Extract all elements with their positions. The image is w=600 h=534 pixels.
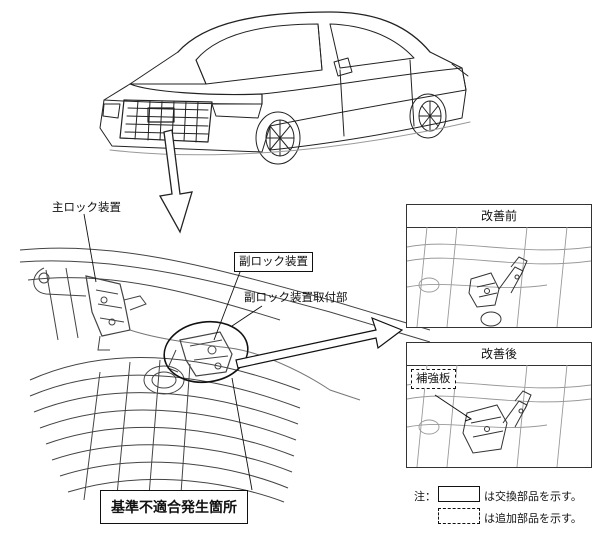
after-panel-title: 改善後 <box>407 343 591 366</box>
nonconforming-location-label: 基準不適合発生箇所 <box>100 490 248 524</box>
right-arrow <box>235 316 404 369</box>
main-lock-label: 主ロック装置 <box>52 200 121 214</box>
before-detail-drawing <box>407 227 591 327</box>
leader-lines <box>83 213 263 491</box>
car-illustration <box>99 11 471 165</box>
legend-added-text: は追加部品を示す。 <box>484 512 582 525</box>
legend-added-swatch <box>438 508 480 524</box>
legend-note-prefix: 注： <box>414 490 436 503</box>
reinforcement-plate-label: 補強板 <box>411 369 456 389</box>
before-panel-title: 改善前 <box>407 205 591 228</box>
hood-lock-detail <box>19 247 431 509</box>
legend-replaced-swatch <box>438 486 480 502</box>
after-panel: 改善後 補強板 <box>406 342 592 468</box>
sub-lock-mount-label: 副ロック装置取付部 <box>244 290 348 304</box>
sub-lock-label: 副ロック装置 <box>234 252 313 272</box>
highlight-ellipse <box>163 320 249 384</box>
legend-replaced-text: は交換部品を示す。 <box>484 490 582 503</box>
down-arrow <box>158 129 193 234</box>
before-panel: 改善前 <box>406 204 592 328</box>
